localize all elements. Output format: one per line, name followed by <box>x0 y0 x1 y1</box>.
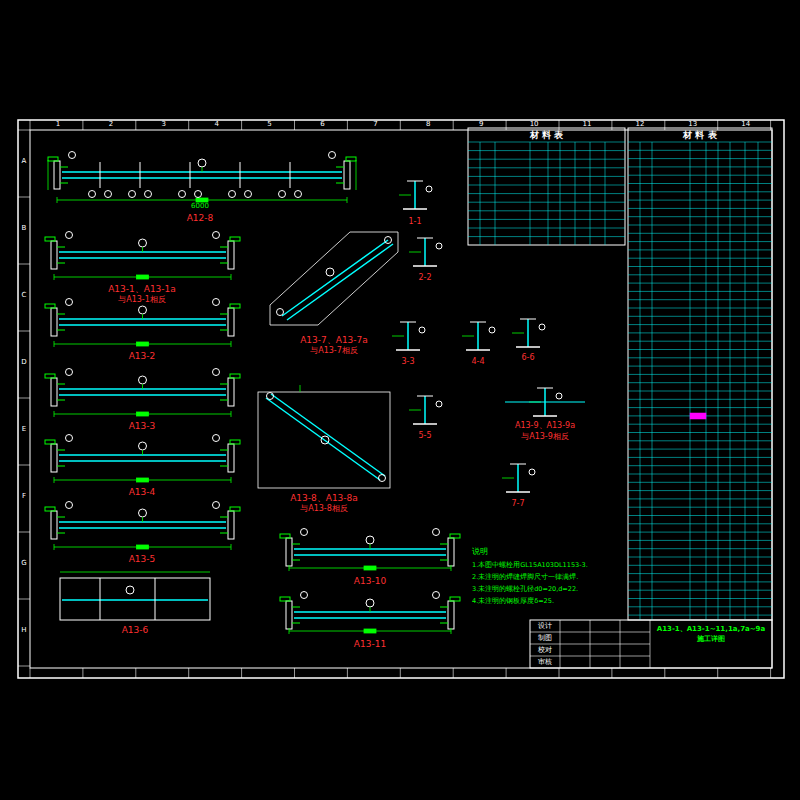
grid-marker: 13 <box>688 121 697 129</box>
part-title: 4-4 <box>471 358 484 367</box>
grid-marker: 1 <box>56 121 60 129</box>
part-title: 与A13-7相反 <box>310 347 358 356</box>
grid-marker: H <box>21 627 26 635</box>
grid-marker: 5 <box>267 121 271 129</box>
part-title: A13-11 <box>354 640 386 650</box>
grid-marker: 2 <box>109 121 113 129</box>
grid-marker: G <box>21 560 26 568</box>
part-title: 6-6 <box>521 354 534 363</box>
part-title: A13-7、A13-7a <box>300 336 368 346</box>
part-title: A13-6 <box>122 626 149 636</box>
grid-marker: C <box>22 292 27 300</box>
part-title: 3-3 <box>401 358 414 367</box>
grid-marker: 6 <box>320 121 324 129</box>
note-text: 4.未注明的钢板厚度δ=25. <box>472 598 554 605</box>
grid-marker: B <box>22 225 27 233</box>
note-text: 6000 <box>191 203 209 211</box>
note-text: 审核 <box>538 659 552 667</box>
note-text: 制图 <box>538 635 552 643</box>
grid-marker: 9 <box>479 121 483 129</box>
part-title: A13-9、A13-9a <box>515 422 575 431</box>
grid-marker: D <box>21 359 26 367</box>
material-table: 材 料 表 <box>468 128 625 143</box>
part-title: 2-2 <box>418 274 431 283</box>
grid-marker: 3 <box>162 121 166 129</box>
part-title: A13-8、A13-8a <box>290 494 358 504</box>
part-title: 与A13-9相反 <box>521 433 569 442</box>
note-text: 3.未注明的螺栓孔径d0=20,d=22. <box>472 586 578 593</box>
part-title: 5-5 <box>418 432 431 441</box>
part-title: 1-1 <box>408 218 421 227</box>
grid-marker: 14 <box>741 121 750 129</box>
part-title: A12-8 <box>187 214 214 224</box>
drawing-title: A13-1、A13-1~11,1a,7a~9a 施工详图 <box>654 624 768 644</box>
part-title: A13-4 <box>129 488 156 498</box>
part-title: A13-5 <box>129 555 156 565</box>
table-heading: 材 料 表 <box>630 129 770 142</box>
grid-marker: 8 <box>426 121 430 129</box>
note-text: 设计 <box>538 623 552 631</box>
grid-marker: A <box>22 158 27 166</box>
grid-marker: 12 <box>635 121 644 129</box>
part-title: A13-10 <box>354 577 386 587</box>
part-title: 与A13-1相反 <box>118 296 166 305</box>
part-title: 7-7 <box>511 500 524 509</box>
grid-marker: 11 <box>583 121 592 129</box>
table-heading: 材 料 表 <box>470 129 623 142</box>
part-title: A13-3 <box>129 422 156 432</box>
part-title: A13-1、A13-1a <box>108 285 176 295</box>
material-table: 材 料 表 <box>628 128 772 143</box>
note-text: 1.本图中螺栓用GL15A103DL1153-3. <box>472 562 588 569</box>
note-text: 说明 <box>472 548 488 557</box>
note-text: 2.未注明的焊缝焊脚尺寸一律满焊. <box>472 574 578 581</box>
grid-marker: E <box>22 426 26 434</box>
grid-marker: 7 <box>373 121 377 129</box>
note-text: 校对 <box>538 647 552 655</box>
grid-marker: F <box>22 493 26 501</box>
part-title: A13-2 <box>129 352 156 362</box>
grid-marker: 10 <box>530 121 539 129</box>
grid-marker: 4 <box>214 121 218 129</box>
part-title: 与A13-8相反 <box>300 505 348 514</box>
title-block: A13-1、A13-1~11,1a,7a~9a 施工详图 <box>650 620 772 668</box>
